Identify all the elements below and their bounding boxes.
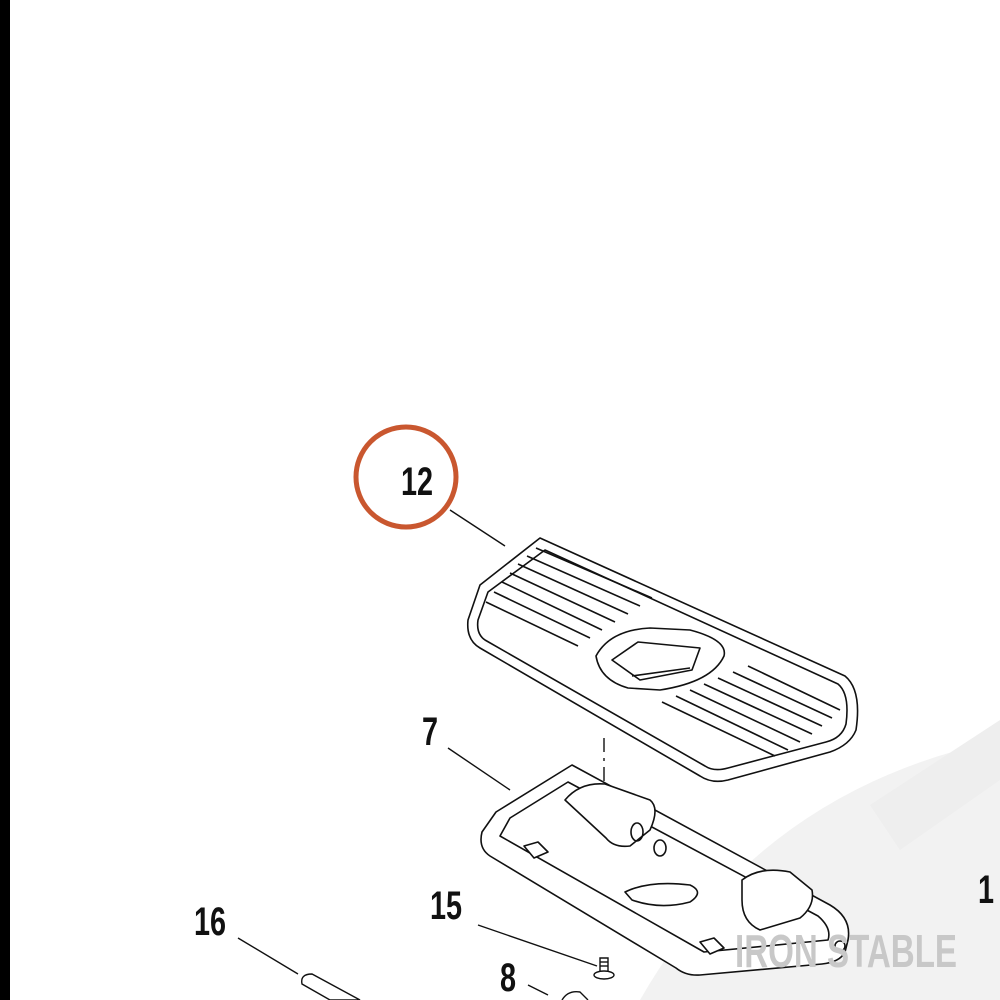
leader-line-7 [447, 747, 511, 791]
leader-line-8 [527, 984, 549, 996]
footboard-base [480, 764, 850, 976]
callout-15: 15 [430, 884, 463, 928]
leader-lines [237, 509, 598, 996]
watermark-shape-2 [870, 720, 1000, 850]
screw-15 [593, 957, 615, 980]
washer-8 [561, 990, 589, 1000]
leader-line-15 [477, 924, 598, 967]
watermark-text: IRON STABLE [735, 925, 958, 977]
callout-12: 12 [401, 460, 434, 504]
callout-8: 8 [500, 956, 517, 1000]
leader-line-16 [237, 937, 299, 975]
callout-edge: 1 [978, 868, 995, 912]
left-edge-bar [0, 0, 10, 1000]
leader-line-12 [449, 509, 506, 547]
footboard-pad [466, 537, 859, 783]
highlight-circle [353, 424, 459, 530]
callout-7: 7 [422, 710, 439, 754]
pin-16 [301, 973, 361, 1000]
callout-16: 16 [194, 900, 227, 944]
